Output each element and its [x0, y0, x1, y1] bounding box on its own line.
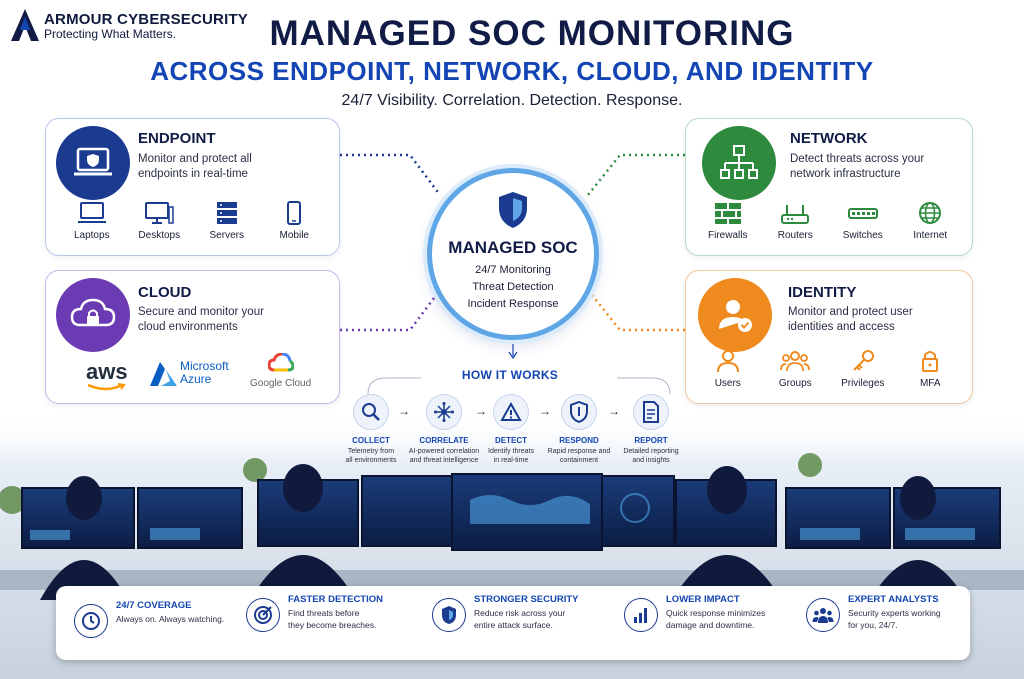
server-icon [216, 202, 237, 224]
brand-logo-icon [11, 9, 39, 41]
identity-item-groups: Groups [762, 349, 828, 389]
identity-item-mfa: MFA [897, 349, 963, 389]
cloud-desc-1: Secure and monitor your [138, 306, 264, 318]
identity-desc-2: identities and access [788, 321, 895, 333]
brand-name: ARMOUR CYBERSECURITY [44, 11, 249, 28]
user-icon [716, 350, 739, 373]
network-item-firewalls: Firewalls [695, 201, 761, 241]
lock-icon [922, 351, 939, 372]
aws-smile-icon [87, 383, 126, 391]
identity-badge [698, 278, 772, 352]
endpoint-item-laptops: Laptops [59, 201, 125, 241]
warning-icon [500, 402, 522, 421]
managed-soc-title: MANAGED SOC [448, 238, 578, 257]
brand-tagline: Protecting What Matters. [44, 27, 177, 41]
azure-logo-line-2: Azure [180, 372, 212, 386]
report-document-icon [643, 401, 659, 423]
laptop-shield-icon [74, 147, 112, 176]
endpoint-item-mobile: Mobile [261, 201, 327, 241]
step-report: REPORT Detailed reporting and insights [605, 394, 697, 465]
cloud-badge [56, 278, 130, 352]
step-collect: COLLECT Telemetry from all environments [325, 394, 417, 465]
managed-soc-hub [427, 168, 599, 340]
network-item-switches: Switches [830, 201, 896, 241]
firewall-icon [714, 203, 741, 224]
step-correlate: CORRELATE AI-powered correlation and thr… [398, 394, 490, 465]
step-detect: DETECT Identify threats in real-time [465, 394, 557, 465]
page-subtitle: ACROSS ENDPOINT, NETWORK, CLOUD, AND IDE… [150, 56, 874, 86]
magnifier-icon [362, 403, 380, 421]
soc-line-monitoring: 24/7 Monitoring [475, 264, 551, 276]
how-it-works-bracket [367, 377, 671, 395]
arrow-right-icon: → [608, 404, 620, 418]
laptop-icon [77, 202, 106, 223]
group-icon [780, 351, 811, 372]
desktop-icon [145, 202, 174, 224]
azure-logo-icon [150, 362, 177, 386]
identity-item-privileges: Privileges [830, 349, 896, 389]
arrow-right-icon: → [398, 404, 410, 418]
cloud-title: CLOUD [138, 284, 192, 301]
endpoint-title: ENDPOINT [138, 130, 216, 147]
network-item-internet: Internet [897, 201, 963, 241]
soc-line-response: Incident Response [467, 298, 559, 310]
google-cloud-label: Google Cloud [250, 378, 312, 389]
bar-chart-icon [634, 608, 647, 623]
endpoint-item-desktops: Desktops [126, 201, 192, 241]
identity-card: IDENTITY Monitor and protect user identi… [685, 270, 973, 404]
how-it-works-steps: COLLECT Telemetry from all environments … [325, 394, 715, 464]
shield-icon [499, 192, 527, 228]
correlation-hub-icon [434, 402, 454, 422]
network-desc-1: Detect threats across your [790, 153, 925, 165]
aws-logo: aws [86, 359, 128, 384]
team-icon [812, 608, 834, 623]
page-tagline: 24/7 Visibility. Correlation. Detection.… [341, 92, 683, 109]
user-check-icon [719, 300, 752, 332]
cloud-desc-2: cloud environments [138, 321, 238, 333]
network-item-routers: Routers [762, 201, 828, 241]
google-cloud-icon [268, 353, 294, 372]
identity-item-users: Users [695, 349, 761, 389]
identity-desc-1: Monitor and protect user [788, 306, 913, 318]
mobile-icon [287, 201, 302, 225]
shield-icon [442, 606, 456, 624]
endpoint-card: ENDPOINT Monitor and protect all endpoin… [45, 118, 340, 256]
clock-icon [82, 612, 100, 630]
endpoint-desc-2: endpoints in real-time [138, 168, 248, 180]
azure-logo-line-1: Microsoft [180, 359, 229, 373]
identity-title: IDENTITY [788, 284, 857, 301]
how-it-works-title: HOW IT WORKS [461, 368, 559, 382]
network-badge [702, 126, 776, 200]
connector-lines [340, 153, 685, 360]
network-desc-2: network infrastructure [790, 168, 901, 180]
endpoint-badge [56, 126, 130, 200]
cloud-lock-icon [70, 298, 116, 327]
cloud-card: CLOUD Secure and monitor your cloud envi… [45, 270, 340, 404]
arrow-right-icon: → [475, 404, 487, 418]
router-icon [781, 205, 810, 224]
network-title: NETWORK [790, 130, 868, 147]
soc-line-detection: Threat Detection [472, 281, 554, 293]
network-topology-icon [720, 145, 758, 179]
network-card: NETWORK Detect threats across your netwo… [685, 118, 973, 256]
arrow-right-icon: → [539, 404, 551, 418]
endpoint-item-servers: Servers [194, 201, 260, 241]
key-icon [853, 350, 874, 371]
switch-icon [847, 208, 878, 219]
step-respond: RESPOND Rapid response and containment [533, 394, 625, 465]
shield-respond-icon [570, 401, 588, 423]
globe-icon [919, 202, 942, 224]
page-title: MANAGED SOC MONITORING [269, 14, 795, 53]
target-icon [254, 606, 272, 624]
endpoint-desc-1: Monitor and protect all [138, 153, 252, 165]
